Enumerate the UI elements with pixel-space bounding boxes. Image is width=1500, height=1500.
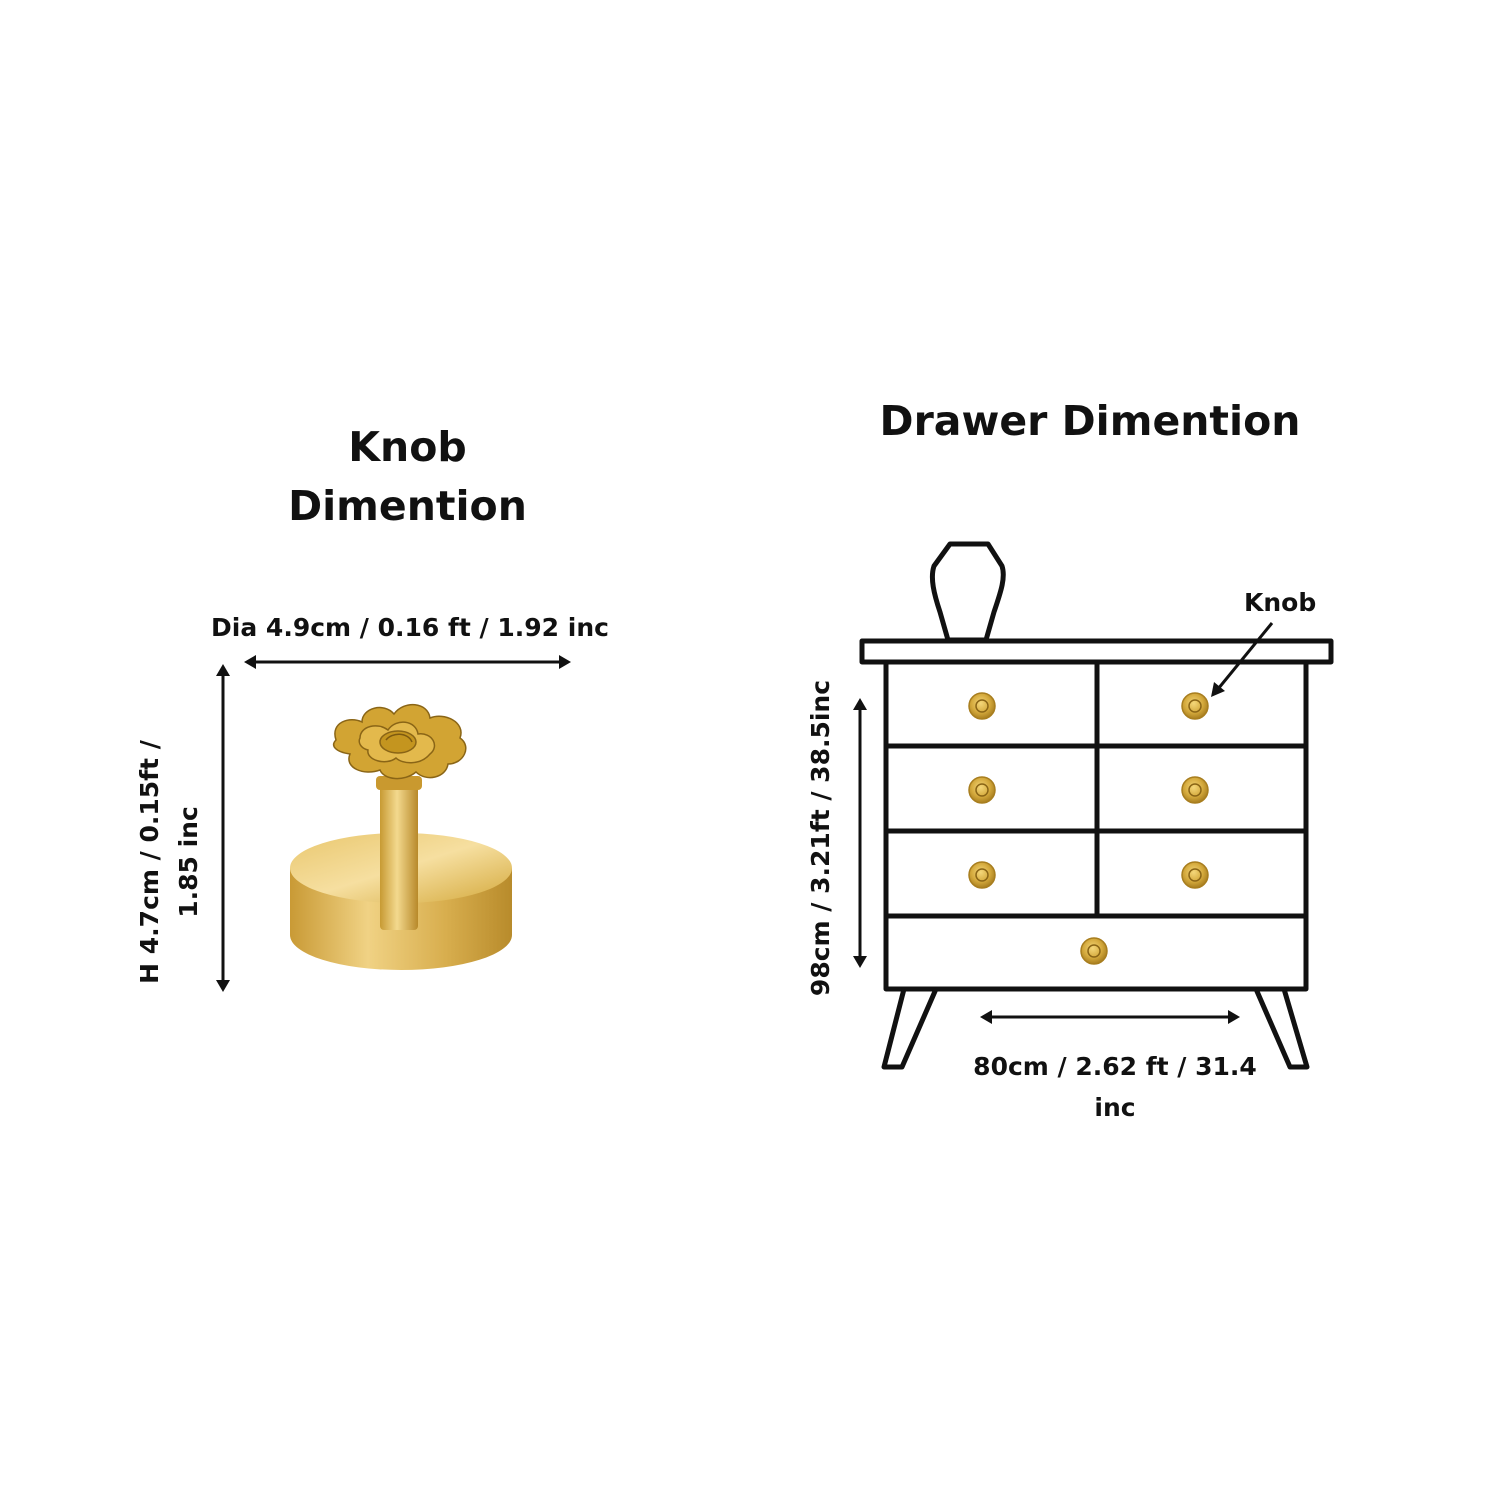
drawer-knob-icon xyxy=(1181,692,1209,720)
vase-icon xyxy=(929,541,1006,643)
flower-head xyxy=(332,704,467,780)
knob-callout-label: Knob xyxy=(1244,588,1317,617)
right-leg xyxy=(1253,988,1310,1070)
drawer-knob-icon xyxy=(968,776,996,804)
knob-diameter-arrow xyxy=(244,655,571,669)
drawer-width-arrow xyxy=(980,1010,1240,1024)
drawer-knobs xyxy=(968,692,1209,965)
left-leg xyxy=(881,988,939,1070)
drawer-knob-icon xyxy=(1181,861,1209,889)
brass-flower-knob-image xyxy=(290,704,512,970)
drawer-width-label: 80cm / 2.62 ft / 31.4 inc xyxy=(973,1052,1257,1123)
dresser-outline xyxy=(859,541,1334,1070)
drawer-height-arrow xyxy=(853,698,867,968)
drawer-knob-icon xyxy=(1080,937,1108,965)
drawer-knob-icon xyxy=(968,861,996,889)
knob-diameter-label: Dia 4.9cm / 0.16 ft / 1.92 inc xyxy=(211,613,609,642)
drawer-dimension-title: Drawer Dimention xyxy=(879,397,1301,445)
knob-dimension-title: Knob Dimention xyxy=(288,423,527,531)
knob-height-arrow xyxy=(216,664,230,992)
drawer-knob-icon xyxy=(968,692,996,720)
knob-callout-arrow xyxy=(1211,622,1274,697)
drawer-knob-icon xyxy=(1181,776,1209,804)
